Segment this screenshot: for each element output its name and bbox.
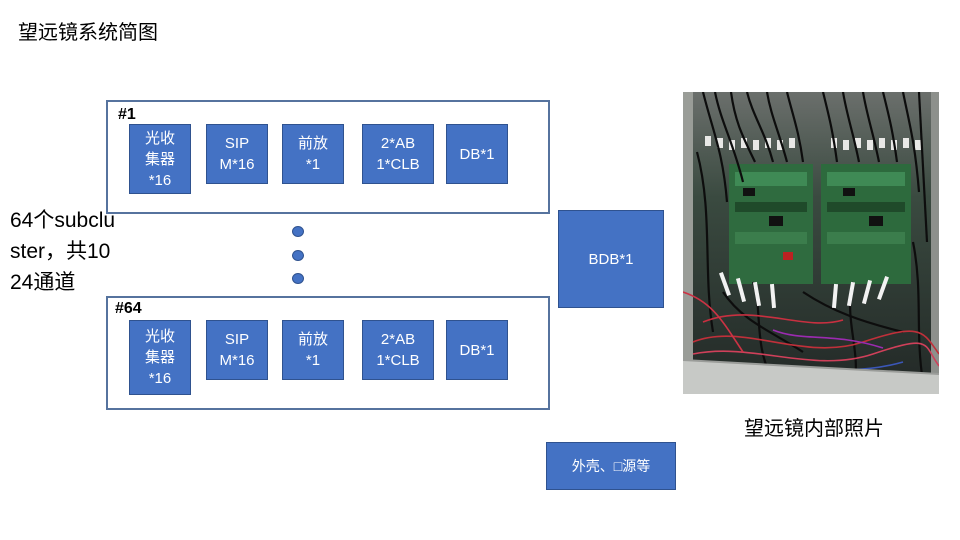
ab-clb-box-1: 2*AB 1*CLB <box>362 124 434 184</box>
photo-caption: 望远镜内部照片 <box>744 416 884 440</box>
sipm-box-64: SIP M*16 <box>206 320 268 380</box>
subcluster-label-64: #64 <box>115 300 142 317</box>
preamp-box-1: 前放 *1 <box>282 124 344 184</box>
sipm-box-1: SIP M*16 <box>206 124 268 184</box>
subcluster-label-1: #1 <box>118 106 136 123</box>
ellipsis-dot-3 <box>292 273 304 284</box>
light-collector-box-1: 光收 集器 *16 <box>129 124 191 194</box>
db-box-64: DB*1 <box>446 320 508 380</box>
bdb-box: BDB*1 <box>558 210 664 308</box>
ellipsis-dot-2 <box>292 250 304 261</box>
db-box-1: DB*1 <box>446 124 508 184</box>
shell-power-box: 外壳、□源等 <box>546 442 676 490</box>
diagram-title: 望远镜系统简图 <box>18 20 158 44</box>
ab-clb-box-64: 2*AB 1*CLB <box>362 320 434 380</box>
light-collector-box-64: 光收 集器 *16 <box>129 320 191 395</box>
telescope-interior-photo <box>683 92 939 394</box>
subcluster-count-label: 64个subcluster，共1024通道 <box>10 209 116 294</box>
preamp-box-64: 前放 *1 <box>282 320 344 380</box>
ellipsis-dot-1 <box>292 226 304 237</box>
